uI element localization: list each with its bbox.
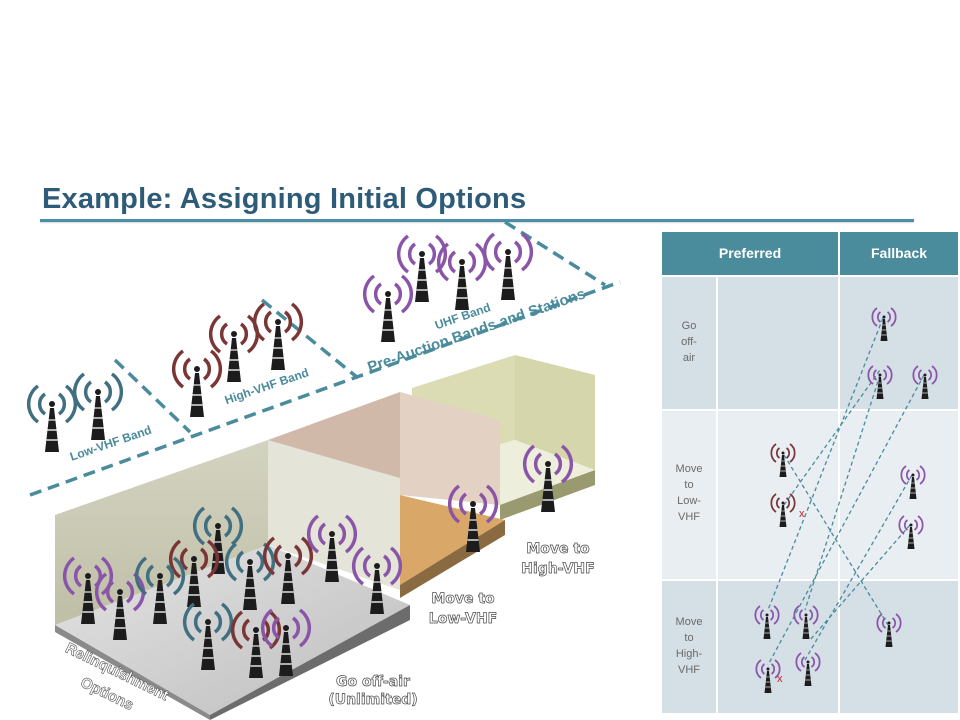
go-off-air-label-line1: Go off-air [336, 674, 410, 690]
table-header-fallback: Fallback [870, 245, 928, 261]
title-underline [40, 219, 914, 222]
low-vhf-room-label-line1: Move to [431, 591, 495, 607]
row-label-move-to-high-vhf: Move to High- VHF [675, 616, 703, 676]
header-preferred-bg [662, 232, 838, 275]
rejected-marker-low-vhf: x [799, 508, 805, 520]
low-vhf-band-label: Low-VHF Band [68, 423, 153, 464]
high-vhf-room-floor [412, 440, 595, 505]
row-label-go-off-air: Go off- air [681, 320, 697, 364]
page-title: Example: Assigning Initial Options [42, 183, 527, 215]
header-fallback-bg [840, 232, 958, 275]
row-label-move-to-low-vhf: Move to Low- VHF [675, 463, 703, 523]
low-vhf-room-label-line2: Low-VHF [429, 611, 497, 627]
rejected-marker-high-vhf: x [777, 673, 783, 685]
high-vhf-room-side-wall [515, 355, 595, 470]
high-vhf-room-label-line2: High-VHF [521, 561, 594, 577]
low-vhf-room-side-wall [400, 392, 500, 505]
table-header-preferred: Preferred [718, 245, 782, 261]
go-off-air-label-line2: (Unlimited) [328, 692, 417, 708]
assignment-table [662, 232, 958, 713]
high-vhf-room-label-line1: Move to [526, 541, 590, 557]
band-dividers [29, 220, 621, 497]
off-air-room-back-wall [55, 440, 268, 625]
